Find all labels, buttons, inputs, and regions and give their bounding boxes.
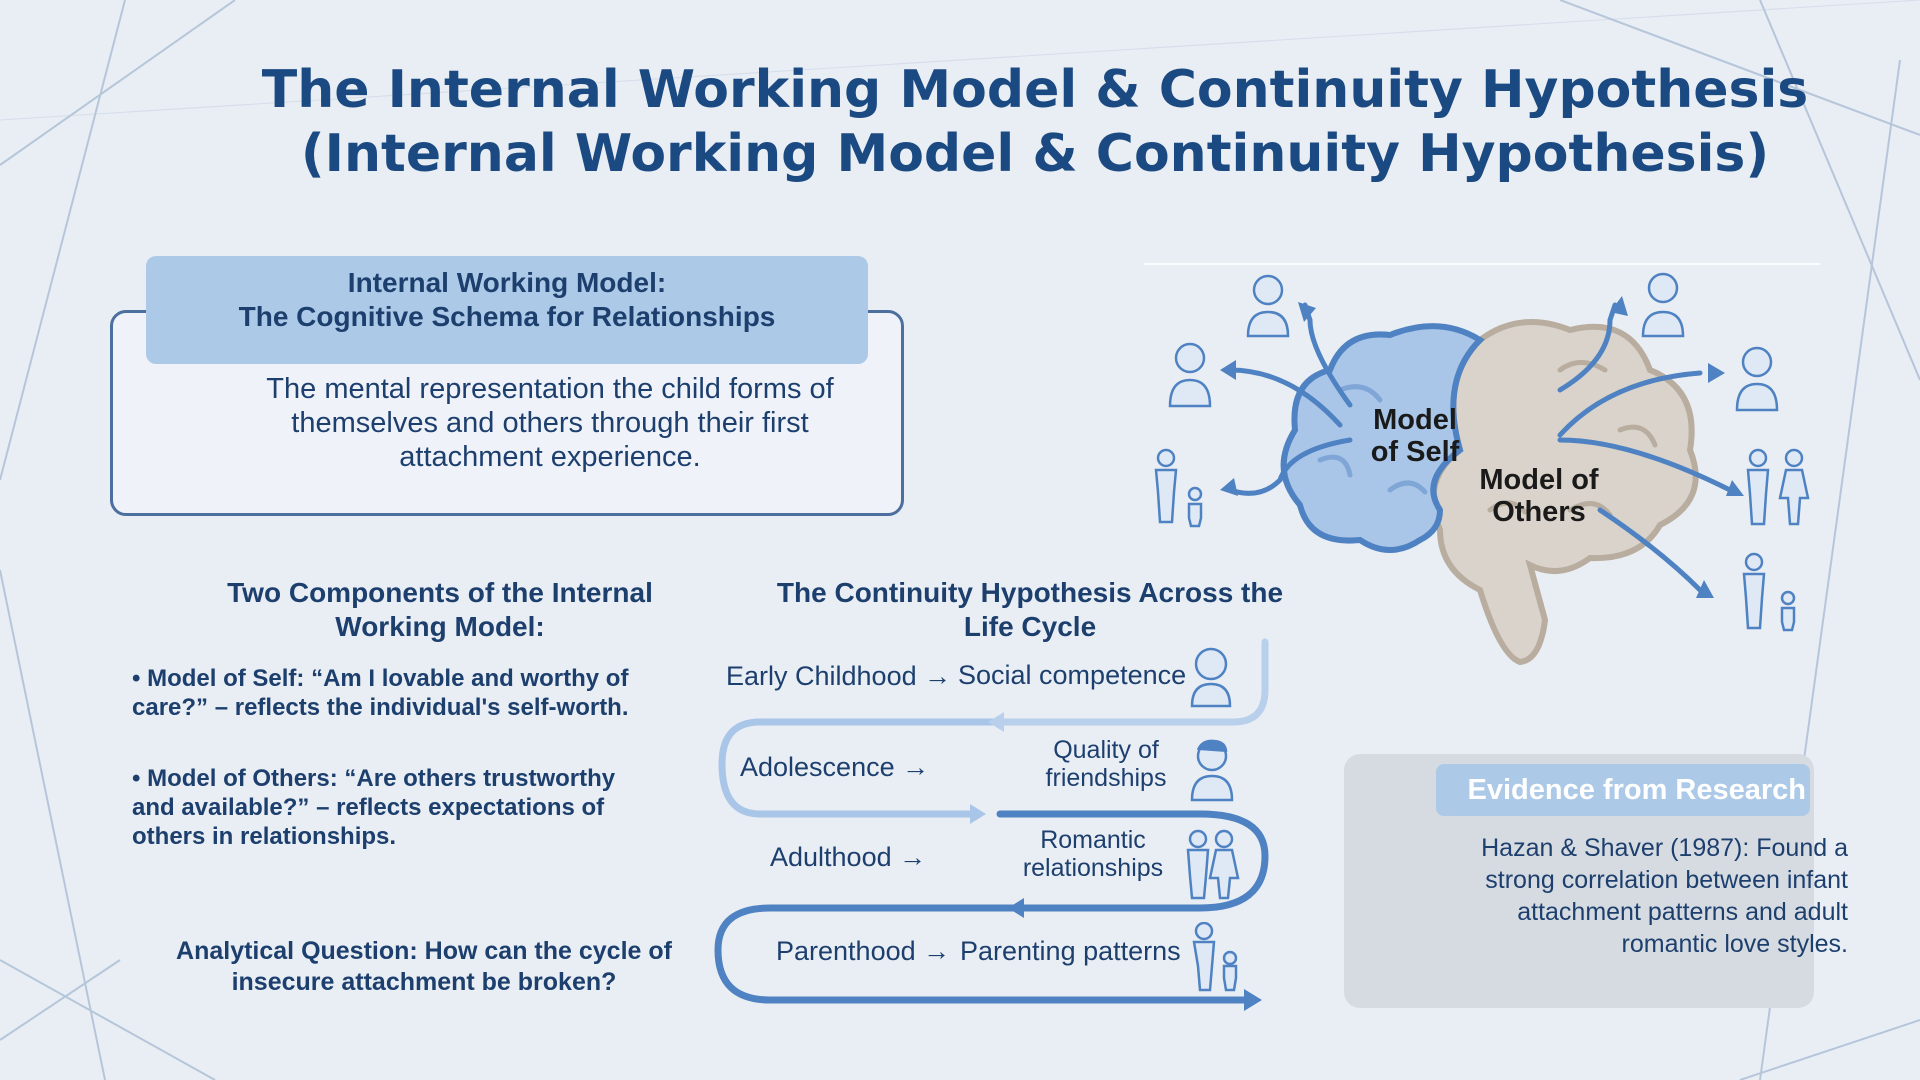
- couple-icon: [1186, 829, 1240, 900]
- model-of-others-bullet: • Model of Others: “Are others trustwort…: [132, 765, 616, 850]
- outcome-friendships: Quality of friendships: [1045, 736, 1167, 792]
- outcome-social-competence: Social competence: [958, 660, 1187, 690]
- model-of-self-bullet: • Model of Self: “Am I lovable and worth…: [132, 665, 629, 721]
- outcome-romantic: Romantic relationships: [1022, 826, 1164, 882]
- stage-adolescence: Adolescence →: [740, 752, 930, 782]
- page-title: The Internal Working Model & Continuity …: [200, 58, 1870, 186]
- outcome-parenting: Parenting patterns: [960, 936, 1181, 966]
- parent-child-icon: [1192, 922, 1238, 992]
- title-line-1: The Internal Working Model & Continuity …: [261, 60, 1809, 120]
- title-line-2: (Internal Working Model & Continuity Hyp…: [300, 124, 1770, 184]
- stage-early-childhood: Early Childhood →: [726, 661, 952, 691]
- iwm-header: Internal Working Model: The Cognitive Sc…: [146, 256, 868, 364]
- iwm-header-line-1: Internal Working Model:: [347, 267, 667, 298]
- iwm-header-line-2: The Cognitive Schema for Relationships: [238, 301, 776, 332]
- stage-parenthood: Parenthood →: [776, 936, 951, 966]
- iwm-description: The mental representation the child form…: [266, 373, 834, 473]
- brain-label-self: Model of Self: [1370, 404, 1460, 468]
- evidence-header: Evidence from Research: [1436, 764, 1810, 816]
- evidence-text: Hazan & Shaver (1987): Found a strong co…: [1481, 834, 1848, 958]
- brain-diagram: [1144, 263, 1820, 666]
- analytical-question: Analytical Question: How can the cycle o…: [176, 937, 672, 996]
- continuity-title: The Continuity Hypothesis Across the Lif…: [776, 577, 1284, 642]
- child-icon: [1190, 647, 1232, 708]
- brain-label-others: Model of Others: [1479, 464, 1599, 528]
- teen-icon: [1190, 739, 1234, 802]
- stage-adulthood: Adulthood →: [770, 842, 927, 872]
- components-title: Two Components of the Internal Working M…: [227, 577, 653, 642]
- continuity-path: [714, 638, 1269, 1011]
